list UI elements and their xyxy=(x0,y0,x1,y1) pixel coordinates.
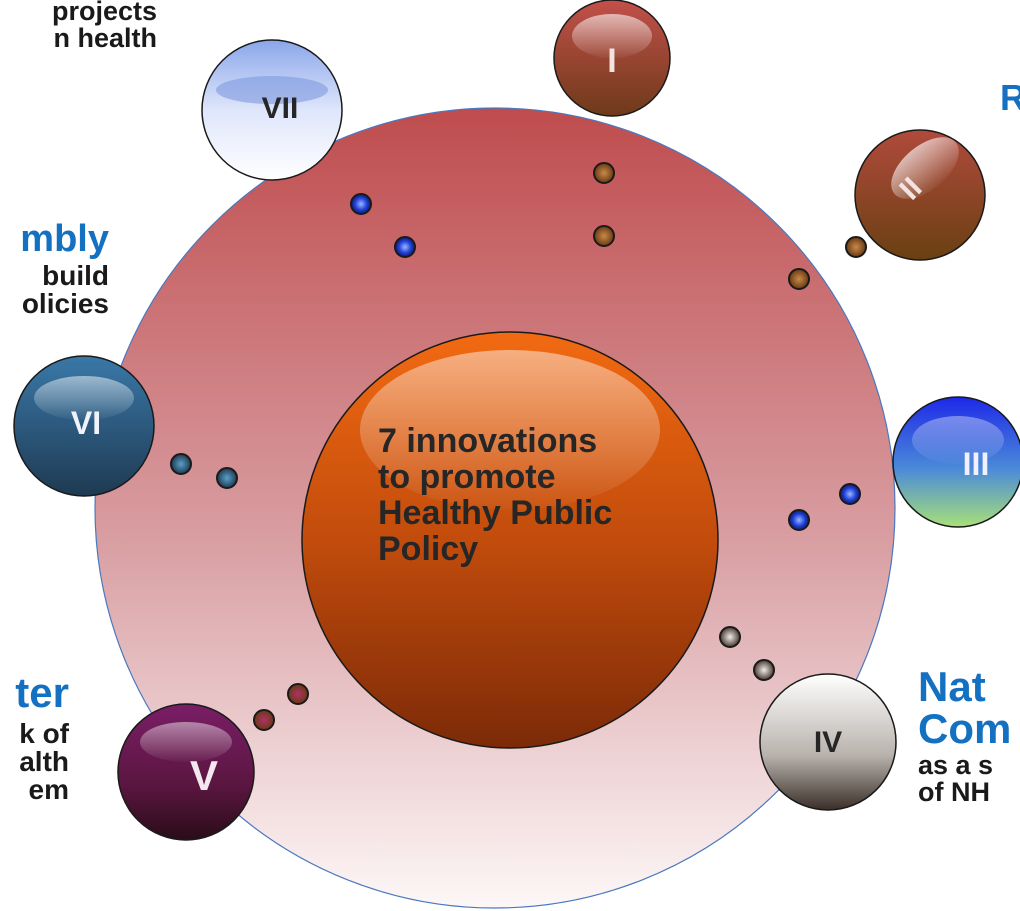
label-bottom-left-line1: k of xyxy=(19,718,69,749)
label-bottom-left-line2: alth xyxy=(19,746,69,777)
dot-VI-a xyxy=(170,453,192,475)
item-numeral-IV: IV xyxy=(814,726,842,759)
dot-V-b xyxy=(253,709,275,731)
dot-IV-a xyxy=(719,626,741,648)
dot-I-b xyxy=(593,225,615,247)
label-top-left: projects n health xyxy=(52,0,157,52)
item-node-IV: IV xyxy=(759,673,897,811)
dot-II-b xyxy=(788,268,810,290)
label-right: Nat Com as a s of NH xyxy=(918,666,1011,806)
dot-VI-b xyxy=(216,467,238,489)
center-node: 7 innovations to promote Healthy Public … xyxy=(301,331,719,749)
item-node-V: V xyxy=(117,703,255,841)
item-node-VII: VII xyxy=(201,39,343,181)
label-right-title-line1: Nat xyxy=(918,663,986,710)
label-left-title: mbly xyxy=(20,218,109,260)
dot-VII-a xyxy=(350,193,372,215)
item-node-II: II xyxy=(854,129,986,261)
dot-III-b xyxy=(788,509,810,531)
dot-IV-b xyxy=(753,659,775,681)
dot-V-a xyxy=(287,683,309,705)
item-node-III: III xyxy=(892,396,1020,528)
connector-dots xyxy=(170,162,867,731)
dot-II-a xyxy=(845,236,867,258)
item-numeral-VI: VI xyxy=(71,405,101,441)
label-bottom-left: ter k of alth em xyxy=(15,672,69,804)
label-left: mbly build olicies xyxy=(20,220,109,318)
label-bottom-left-line3: em xyxy=(28,774,69,805)
item-numeral-VII: VII xyxy=(262,92,299,125)
item-node-I: I xyxy=(553,0,671,117)
item-node-VI: VI xyxy=(13,355,155,497)
item-numeral-I: I xyxy=(607,42,616,80)
dot-VII-b xyxy=(394,236,416,258)
dot-I-a xyxy=(593,162,615,184)
item-numeral-V: V xyxy=(190,752,218,799)
label-top-right: R xyxy=(1000,77,1020,118)
center-text: 7 innovations to promote Healthy Public … xyxy=(378,422,622,568)
label-right-line2: of NH xyxy=(918,777,990,807)
label-left-line2: olicies xyxy=(21,288,109,319)
label-right-title-line2: Com xyxy=(918,705,1012,752)
dot-III-a xyxy=(839,483,861,505)
label-top-left-line2: n health xyxy=(53,23,157,53)
item-numeral-III: III xyxy=(963,446,990,482)
label-left-line1: build xyxy=(42,260,109,291)
label-bottom-left-title: ter xyxy=(15,669,69,716)
label-right-line1: as a s xyxy=(918,750,994,780)
label-top-left-line1: projects xyxy=(51,0,157,26)
